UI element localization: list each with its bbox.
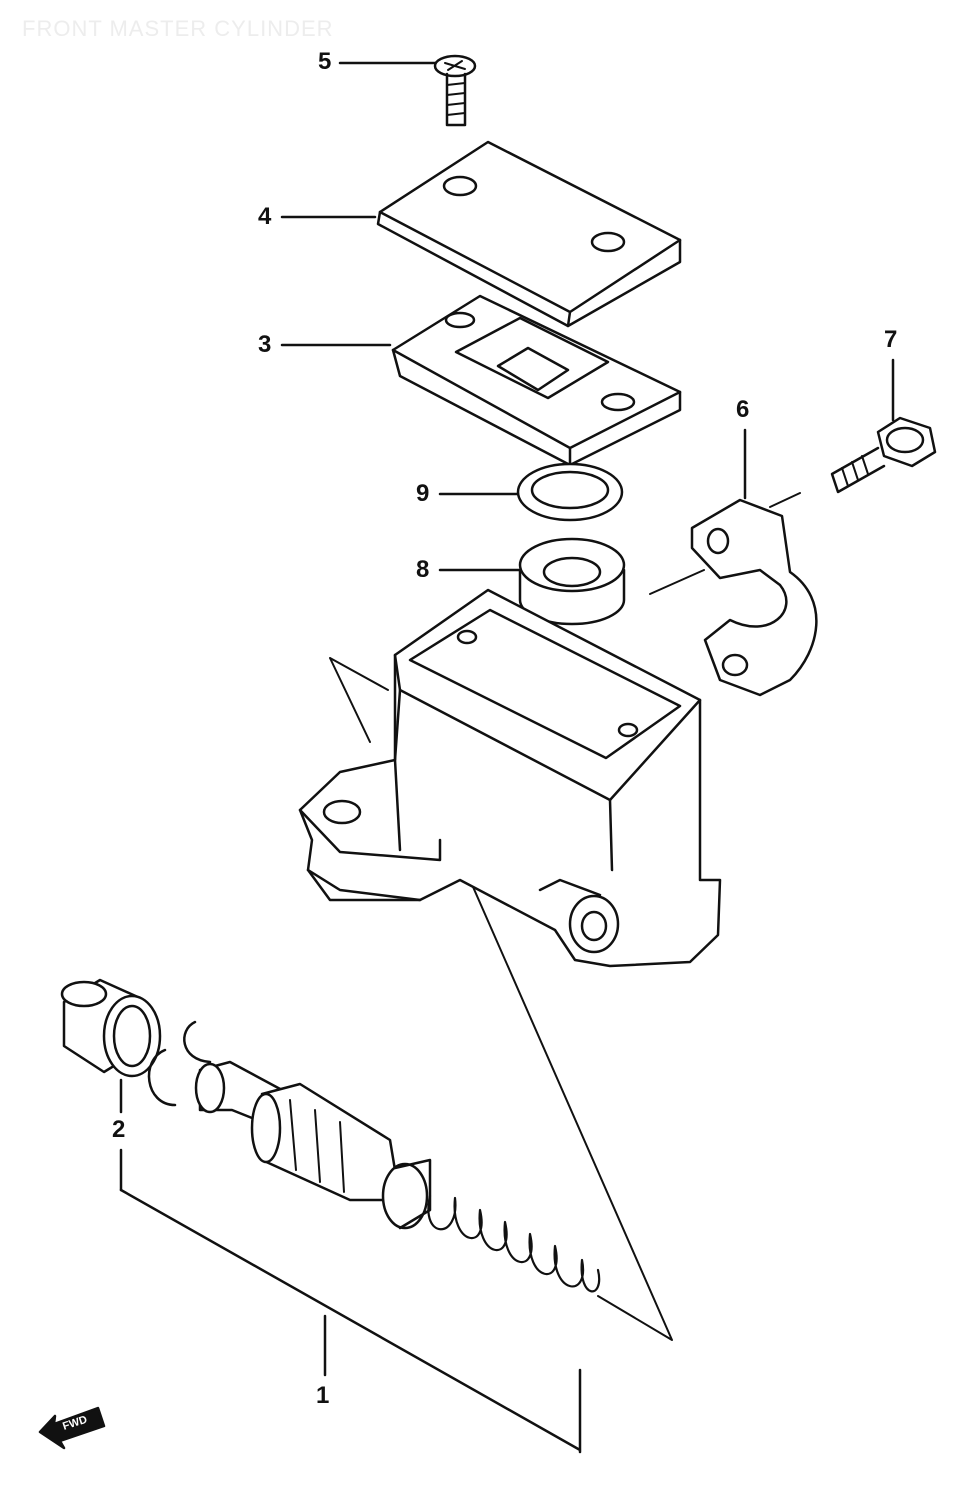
piston-assembly	[194, 1060, 601, 1293]
diaphragm	[391, 294, 682, 467]
callout-8: 8	[416, 556, 430, 583]
master-cylinder-body	[298, 588, 722, 968]
callout-3: 3	[258, 331, 272, 358]
holder-bolt	[830, 416, 937, 494]
forward-arrow-icon: FWD	[38, 1406, 106, 1450]
callout-7: 7	[884, 326, 898, 353]
return-spring	[427, 1194, 601, 1293]
plate-ring	[516, 462, 624, 522]
callout-1: 1	[316, 1382, 330, 1409]
reservoir-seal	[518, 537, 626, 626]
diagram-title: FRONT MASTER CYLINDER	[22, 16, 334, 41]
assembly-line	[329, 492, 801, 1341]
piston-boot	[60, 978, 212, 1107]
holder	[690, 498, 818, 697]
cap-screw	[433, 54, 477, 127]
callout-9: 9	[416, 480, 430, 507]
reservoir-cap	[376, 140, 682, 328]
kit-bracket	[119, 1188, 582, 1454]
callout-4: 4	[258, 203, 272, 230]
callout-6: 6	[736, 396, 750, 423]
callout-5: 5	[318, 48, 332, 75]
callout-2: 2	[112, 1116, 126, 1143]
